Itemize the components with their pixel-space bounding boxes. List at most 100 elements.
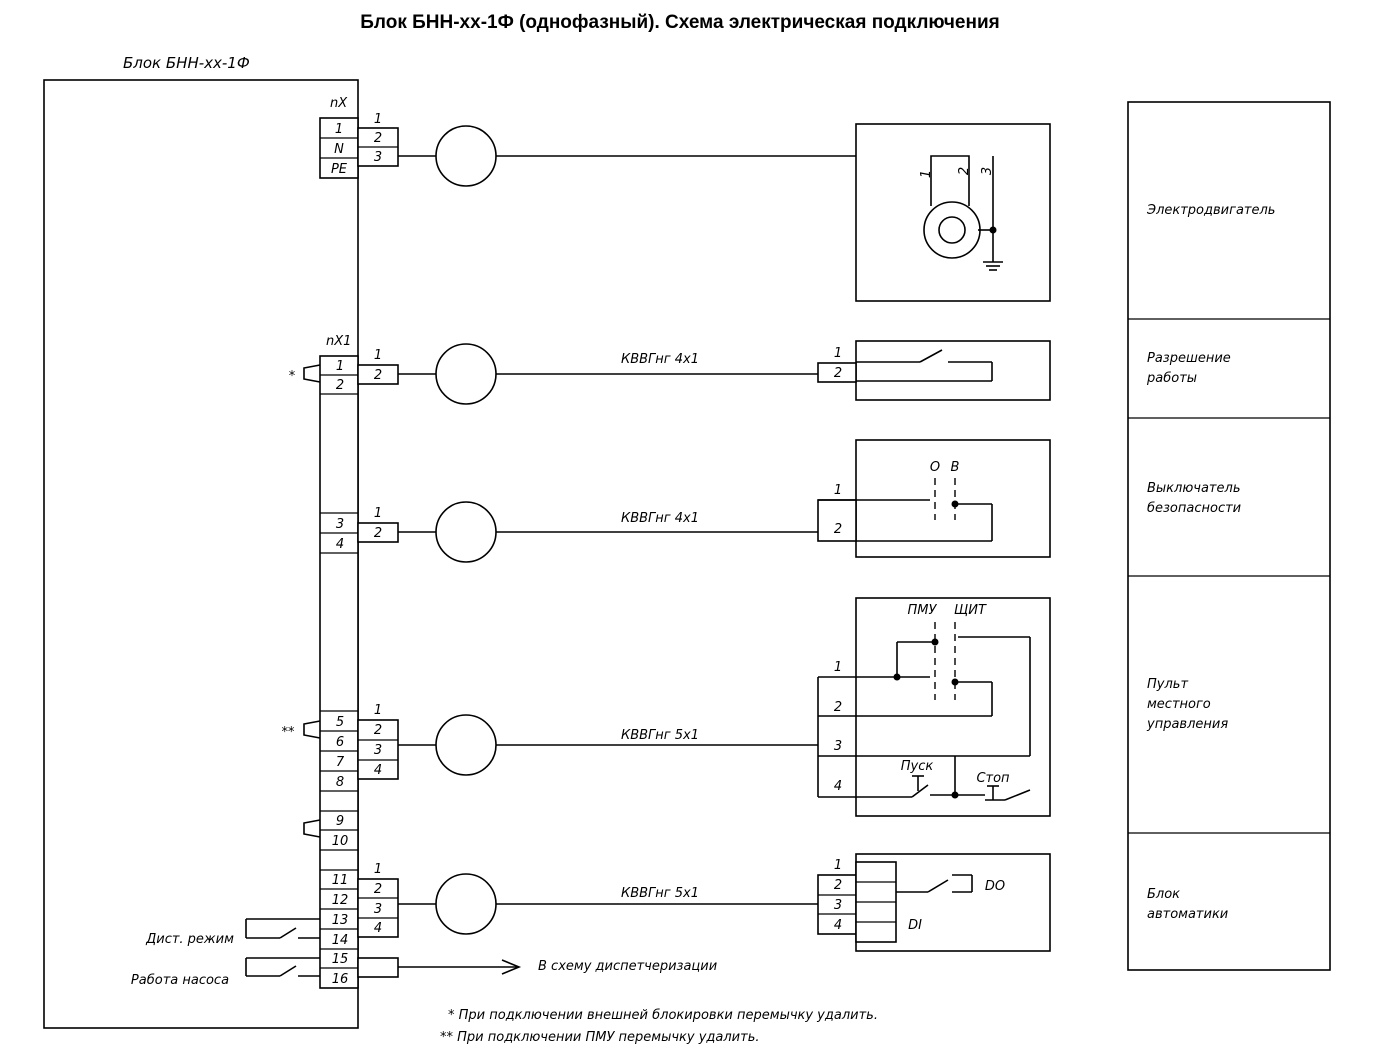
nx1-pin-10: 10 [332, 834, 349, 849]
automation-pin-4: 4 [834, 918, 842, 933]
automation-pin-3: 3 [834, 898, 842, 913]
cable4-pin-1: 1 [374, 862, 382, 877]
panel-start-stop-buttons [911, 756, 1031, 801]
cable3-pin-4: 4 [374, 763, 382, 778]
cable2-name: КВВГнг 4х1 [621, 511, 699, 526]
jumper-1-2 [303, 364, 321, 383]
panel-pin-1: 1 [834, 660, 842, 675]
safety-box [855, 439, 1051, 558]
main-block [43, 79, 359, 1029]
cable-gland-panel [435, 714, 497, 776]
footnote-1: * При подключении внешней блокировки пер… [448, 1008, 878, 1023]
permit-contact [856, 349, 993, 382]
nx1-pin-13: 13 [332, 913, 349, 928]
legend-safety-line-1: Выключатель [1147, 481, 1240, 496]
dispatch-connector [357, 957, 399, 978]
permit-box [855, 340, 1051, 401]
nx1-pin-5: 5 [336, 715, 344, 730]
nx-cable-pin-1: 1 [374, 112, 382, 127]
nx1-pin-2: 2 [336, 378, 344, 393]
legend-permit-line-2: работы [1146, 371, 1197, 386]
automation-connector [817, 861, 897, 943]
cable2-pin-2: 2 [374, 526, 382, 541]
motor-wire-3: 3 [980, 167, 995, 175]
terminal-nx1-label: nX1 [326, 334, 351, 349]
safety-switch [818, 478, 993, 542]
cable-gland-automation [435, 873, 497, 935]
cable3-pin-3: 3 [374, 743, 382, 758]
legend-safety-line-2: безопасности [1147, 501, 1241, 516]
pump-running-label: Работа насоса [131, 973, 229, 988]
legend-permit-line-1: Разрешение [1147, 351, 1231, 366]
panel-pin-2: 2 [834, 700, 842, 715]
motor-icon [923, 155, 1003, 271]
nx1-pin-1: 1 [336, 359, 344, 374]
nx1-pin-12: 12 [332, 893, 349, 908]
cable4-pin-3: 3 [374, 902, 382, 917]
safety-pin-2: 2 [834, 522, 842, 537]
nx1-pin-11: 11 [332, 873, 349, 888]
safety-pin-1: 1 [834, 483, 842, 498]
safety-connector [817, 499, 857, 542]
cable3-name: КВВГнг 5х1 [621, 728, 699, 743]
nx1-pin-7: 7 [336, 755, 345, 770]
nx1-pin-16: 16 [332, 972, 349, 987]
page-title: Блок БНН-хх-1Ф (однофазный). Схема элект… [360, 12, 999, 33]
jumper-mark-double: ** [282, 725, 296, 740]
safety-on-label: В [951, 460, 960, 475]
panel-mode-switch [893, 622, 1031, 756]
nx1-pin-6: 6 [336, 735, 344, 750]
panel-remote-label: ЩИТ [954, 603, 987, 618]
remote-mode-contact [245, 918, 320, 939]
cable-gland-permit [435, 343, 497, 405]
nx1-pin-14: 14 [332, 933, 349, 948]
nx-pin-1: 1 [335, 122, 343, 137]
pump-running-contact [245, 957, 320, 977]
automation-do-label: DO [985, 879, 1005, 894]
dispatch-label: В схему диспетчеризации [538, 959, 717, 974]
automation-pin-1: 1 [834, 858, 842, 873]
nx1-pin-3: 3 [336, 517, 344, 532]
nx-cable-pin-3: 3 [374, 150, 382, 165]
nx1-pin-8: 8 [336, 775, 344, 790]
nx-pin-pe: PE [331, 162, 348, 177]
legend-panel-line-3: управления [1146, 717, 1228, 732]
safety-off-label: О [930, 460, 940, 475]
cable4-pin-4: 4 [374, 921, 382, 936]
legend-panel-line-2: местного [1147, 697, 1211, 712]
cable4-pin-2: 2 [374, 882, 382, 897]
cable4-connector [357, 878, 399, 938]
jumper-5-6 [303, 720, 321, 739]
permit-pin-1: 1 [834, 346, 842, 361]
automation-di-label: DI [908, 918, 922, 933]
jumper-mark-single: * [289, 369, 296, 384]
automation-pin-2: 2 [834, 878, 842, 893]
legend-automation-line-1: Блок [1147, 887, 1180, 902]
cable1-pin-2: 2 [374, 368, 382, 383]
panel-start-label: Пуск [901, 759, 934, 774]
arrow-right-icon [501, 959, 522, 975]
cable2-pin-1: 1 [374, 506, 382, 521]
panel-stop-label: Стоп [976, 771, 1010, 786]
nx-cable-connector [357, 127, 399, 167]
legend-panel-line-1: Пульт [1147, 677, 1188, 692]
cable-gland-safety [435, 501, 497, 563]
cable3-pin-2: 2 [374, 723, 382, 738]
cable1-pin-1: 1 [374, 348, 382, 363]
motor-wire-2: 2 [957, 167, 972, 175]
nx-cable-pin-2: 2 [374, 131, 382, 146]
panel-box [855, 597, 1051, 817]
panel-pin-4: 4 [834, 779, 842, 794]
motor-box [855, 123, 1051, 302]
automation-do-contact [896, 874, 973, 893]
legend-automation-line-2: автоматики [1147, 907, 1228, 922]
permit-pin-2: 2 [834, 366, 842, 381]
cable-gland-motor [435, 125, 497, 187]
panel-local-label: ПМУ [908, 603, 938, 618]
panel-connector [817, 676, 1030, 798]
footnote-2: ** При подключении ПМУ перемычку удалить… [440, 1030, 760, 1045]
nx1-pin-15: 15 [332, 952, 349, 967]
legend-motor: Электродвигатель [1146, 203, 1275, 218]
terminal-nx1 [319, 355, 359, 989]
